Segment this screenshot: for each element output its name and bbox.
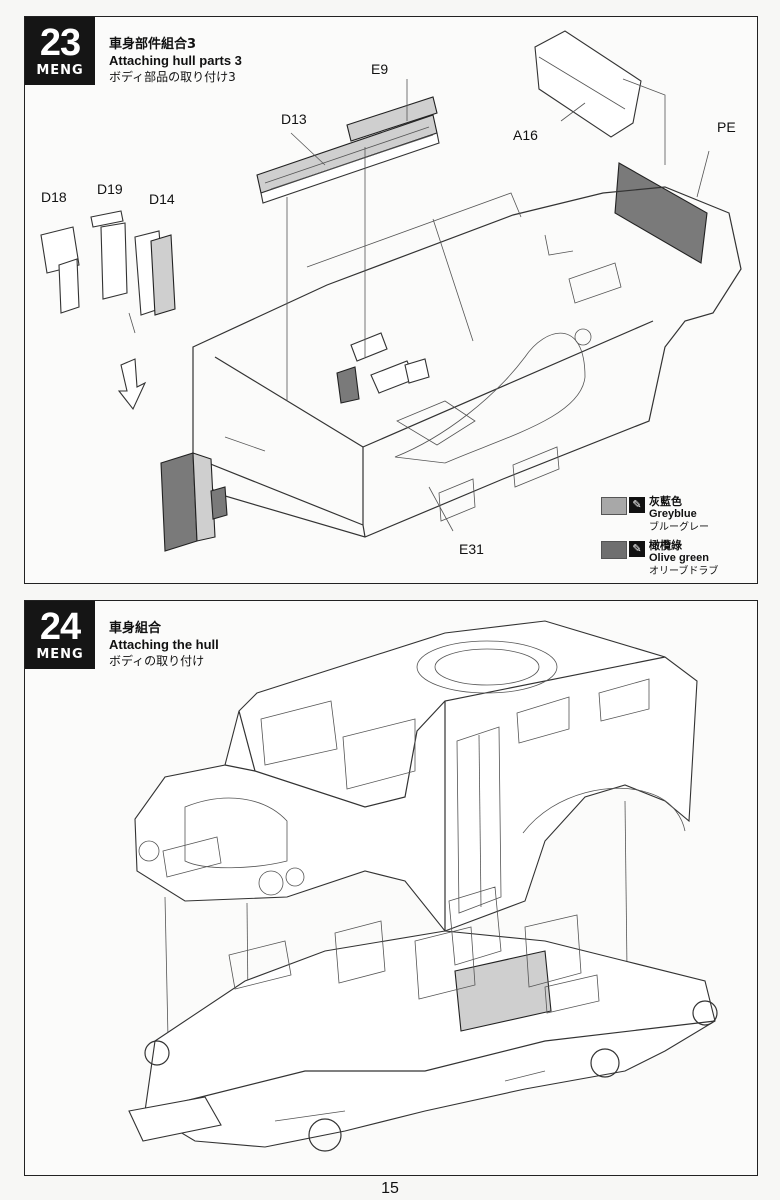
part-label-e9: E9 xyxy=(371,61,389,77)
swatch-greyblue xyxy=(601,497,627,515)
hull-assembly-diagram xyxy=(128,620,718,1152)
leader-lines xyxy=(128,78,710,532)
part-label-d19: D19 xyxy=(97,181,123,197)
title-japanese: ボディ部品の取り付け3 xyxy=(109,70,236,84)
part-label-e31: E31 xyxy=(459,541,484,557)
brush-icon: ✎ xyxy=(629,497,645,513)
title-english: Attaching the hull xyxy=(109,637,219,652)
title-chinese: 車身部件組合3 xyxy=(109,37,197,52)
part-a16 xyxy=(534,30,642,138)
title-japanese: ボディの取り付け xyxy=(109,654,205,668)
title-english: Attaching hull parts 3 xyxy=(109,53,242,68)
step-number: 24 xyxy=(39,606,81,648)
legend-text: 灰藍色 Greyblue ブルーグレー xyxy=(649,495,709,534)
color-legend: ✎ 灰藍色 Greyblue ブルーグレー ✎ 橄欖綠 Olive green … xyxy=(601,495,741,583)
legend-jp: オリーブドラブ xyxy=(649,566,719,577)
step-titles: 車身組合 Attaching the hull ボディの取り付け xyxy=(109,621,219,669)
part-rear-block xyxy=(160,452,228,552)
brush-icon: ✎ xyxy=(629,541,645,557)
brand-logo: MENG xyxy=(36,647,84,662)
brand-logo: MENG xyxy=(36,63,84,78)
part-d18-d19-d14 xyxy=(40,210,176,316)
step-titles: 車身部件組合3 Attaching hull parts 3 ボディ部品の取り付… xyxy=(109,37,242,85)
legend-en: Olive green xyxy=(649,552,709,564)
legend-row-greyblue: ✎ 灰藍色 Greyblue ブルーグレー xyxy=(601,495,741,539)
part-label-pe: PE xyxy=(717,119,736,135)
legend-zh: 灰藍色 xyxy=(649,495,682,508)
step-23-panel: 23 MENG 車身部件組合3 Attaching hull parts 3 ボ… xyxy=(24,16,758,584)
part-label-d13: D13 xyxy=(281,111,307,127)
step-24-panel: 24 MENG 車身組合 Attaching the hull ボディの取り付け xyxy=(24,600,758,1176)
legend-zh: 橄欖綠 xyxy=(649,539,682,552)
assembly-arrow xyxy=(117,358,147,411)
legend-jp: ブルーグレー xyxy=(649,522,709,533)
upper-hull xyxy=(134,620,698,932)
legend-row-olive-green: ✎ 橄欖綠 Olive green オリーブドラブ xyxy=(601,539,741,583)
part-label-a16: A16 xyxy=(513,127,538,143)
part-label-d18: D18 xyxy=(41,189,67,205)
step-badge: 23 MENG xyxy=(25,17,95,85)
hull-body xyxy=(192,186,742,538)
step-number: 23 xyxy=(39,22,81,64)
legend-en: Greyblue xyxy=(649,508,697,520)
title-chinese: 車身組合 xyxy=(109,621,162,636)
part-pe xyxy=(614,162,708,264)
part-label-d14: D14 xyxy=(149,191,175,207)
lower-chassis xyxy=(128,886,718,1152)
part-seat-fittings xyxy=(336,332,430,404)
hull-parts-diagram xyxy=(40,30,742,552)
page-number: 15 xyxy=(381,1180,399,1197)
legend-text: 橄欖綠 Olive green オリーブドラブ xyxy=(649,539,718,578)
part-d13-e9 xyxy=(256,96,440,204)
step-badge: 24 MENG xyxy=(25,601,95,669)
swatch-olive-green xyxy=(601,541,627,559)
